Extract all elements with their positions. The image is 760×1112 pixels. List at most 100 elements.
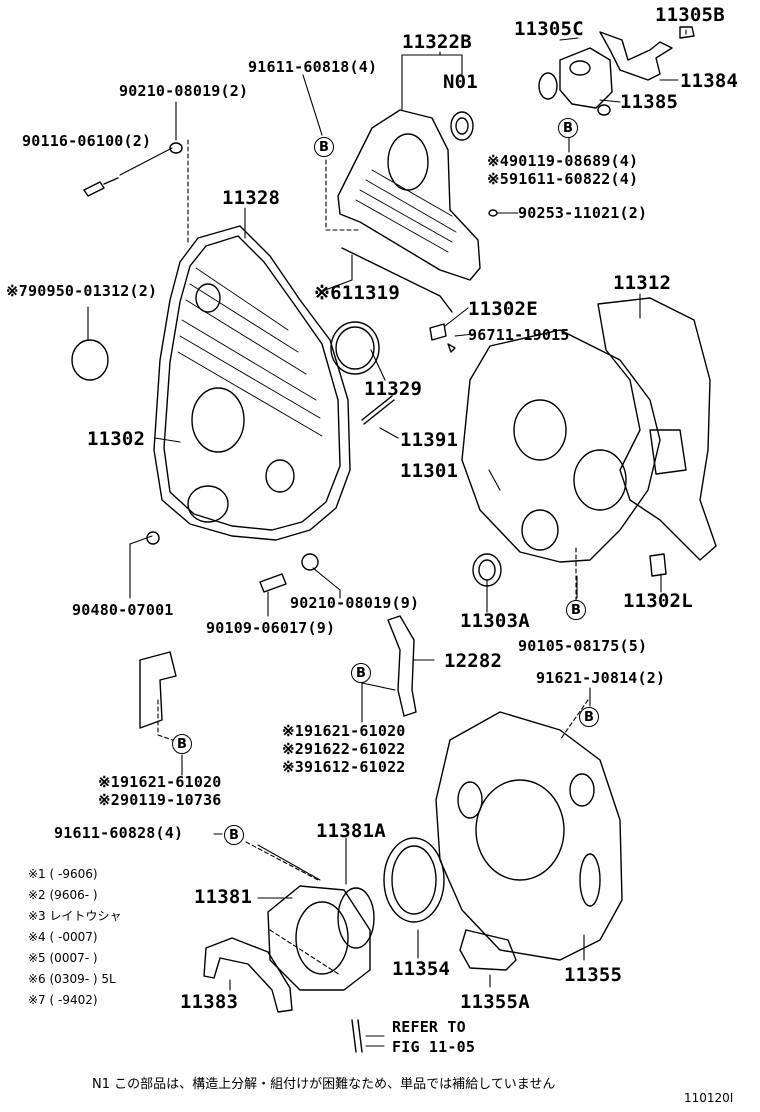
part-11305C-seal-shape (538, 72, 558, 100)
label-91612-61022: ※391612-61022 (282, 758, 406, 776)
part-11355-hole-b (579, 853, 601, 907)
label-90210-08019-2: 90210-08019(2) (119, 82, 249, 100)
part-11322B-plate-shape (337, 109, 481, 281)
part-11301-upper-bore-shape (513, 399, 567, 461)
part-11355-main-bore-shape (475, 779, 565, 881)
part-11302-cover-shape (163, 235, 341, 531)
part-11319-rod-shape (341, 247, 453, 313)
label-11383: 11383 (180, 991, 239, 1013)
label-91611-60822: ※591611-60822(4) (487, 170, 639, 188)
ref-circle-b: B (579, 707, 599, 727)
footer-note: N1 この部品は、構造上分解・組付けが困難なため、単品では補給していません (92, 1077, 556, 1092)
part-90116-bolt-shape (83, 177, 119, 197)
label-11391: 11391 (400, 429, 459, 451)
part-11383-gasket-shape (203, 937, 293, 1013)
label-11355A: 11355A (460, 991, 530, 1013)
footnote-item: ※5 (0007- ) (28, 951, 98, 965)
part-left-bracket-shape (139, 651, 177, 729)
label-96711-19015: 96711-19015 (468, 326, 570, 344)
part-11354-seal-shape (383, 837, 445, 923)
label-90950-01312: ※790950-01312(2) (6, 282, 158, 300)
label-11354: 11354 (392, 958, 451, 980)
ref-circle-b: B (224, 825, 244, 845)
label-11322B: 11322B (402, 31, 472, 53)
refer-stud-shape (351, 1019, 363, 1053)
part-11355-hole-c (457, 781, 483, 819)
footnote-item: ※4 ( -0007) (28, 930, 98, 944)
part-11305C-bore-shape (569, 60, 591, 76)
label-12282: 12282 (444, 650, 503, 672)
part-11385-shape (597, 104, 611, 116)
label-11329: 11329 (364, 378, 423, 400)
part-96711-shape (447, 343, 456, 353)
part-11312-gasket-shape (597, 297, 717, 561)
part-11354-seal-inner (391, 845, 437, 915)
part-11355-hole-a (569, 773, 595, 807)
part-11328-gasket-shape (153, 225, 351, 541)
figure-id: 110120I (684, 1091, 734, 1105)
part-90480-washer-shape (146, 531, 160, 545)
label-91621-61020-b: ※191621-61020 (98, 773, 222, 791)
label-fig-11-05: FIG 11-05 (392, 1038, 476, 1056)
label-90210-08019-9: 90210-08019(9) (290, 594, 420, 612)
label-11303A: 11303A (460, 610, 530, 632)
footnote-item: ※3 レイトウシャ (28, 909, 122, 923)
part-11301-lower-bore-shape (521, 509, 559, 551)
part-11302-upper-bore-shape (195, 283, 221, 313)
part-N01-seal-shape (450, 111, 474, 141)
part-11391-pin-shape (361, 395, 395, 425)
part-11322B-bore-shape (387, 133, 429, 191)
refer-arrow-lines (365, 1035, 385, 1047)
part-11302-cover-ribs (177, 267, 323, 437)
part-90210-nut9-shape (301, 553, 319, 571)
part-90210-nut-shape (169, 142, 183, 154)
part-90109-bolt-shape (259, 573, 287, 593)
footnote-item: ※7 ( -9402) (28, 993, 98, 1007)
part-12282-bracket-shape (387, 615, 417, 717)
part-11384-shape (599, 31, 673, 81)
label-11305B: 11305B (655, 4, 725, 26)
part-11381A-seal-shape (337, 887, 375, 949)
label-91611-60828: 91611-60828(4) (54, 824, 184, 842)
part-11329-oring-shape (330, 321, 380, 375)
label-11385: 11385 (620, 91, 679, 113)
label-11302L: 11302L (623, 590, 693, 612)
part-11305C-housing-shape (559, 47, 613, 109)
label-11328: 11328 (222, 187, 281, 209)
footnote-item: ※6 (0309- ) 5L (28, 972, 116, 986)
label-11302E: 11302E (468, 298, 538, 320)
part-11303A-seal-inner (478, 559, 496, 581)
part-11301-case-shape (461, 329, 661, 563)
label-11355: 11355 (564, 964, 623, 986)
part-11302-crank-bore-shape (191, 387, 245, 453)
ref-circle-b: B (351, 663, 371, 683)
label-11319: ※611319 (314, 282, 400, 304)
part-11303A-seal-shape (472, 553, 502, 587)
part-11322B-ribs (355, 169, 457, 253)
part-11301-outlet-shape (649, 429, 687, 475)
part-11302L-stud-shape (649, 553, 667, 577)
label-11312: 11312 (613, 272, 672, 294)
footnote-item: ※2 (9606- ) (28, 888, 98, 902)
label-91621-J0814: 91621-J0814(2) (536, 669, 666, 687)
label-11381: 11381 (194, 886, 253, 908)
label-11381A: 11381A (316, 820, 386, 842)
label-91622-61022: ※291622-61022 (282, 740, 406, 758)
label-91611-60818: 91611-60818(4) (248, 58, 378, 76)
part-11355-plate-shape (435, 711, 623, 961)
part-11381-retainer-shape (267, 885, 371, 991)
label-N01: N01 (443, 71, 478, 93)
label-11301: 11301 (400, 460, 459, 482)
label-90109-06017: 90109-06017(9) (206, 619, 336, 637)
part-11329-oring-inner (335, 326, 375, 370)
label-90105-08175: 90105-08175(5) (518, 637, 648, 655)
part-11381-bore-shape (295, 901, 349, 975)
ref-circle-b: B (558, 118, 578, 138)
ref-circle-b: B (172, 734, 192, 754)
label-90119-08689: ※490119-08689(4) (487, 152, 639, 170)
part-11301-pump-bore-shape (573, 449, 627, 511)
part-11305B-shape (679, 26, 695, 39)
leader-lines (87, 29, 687, 991)
label-91621-61020-a: ※191621-61020 (282, 722, 406, 740)
